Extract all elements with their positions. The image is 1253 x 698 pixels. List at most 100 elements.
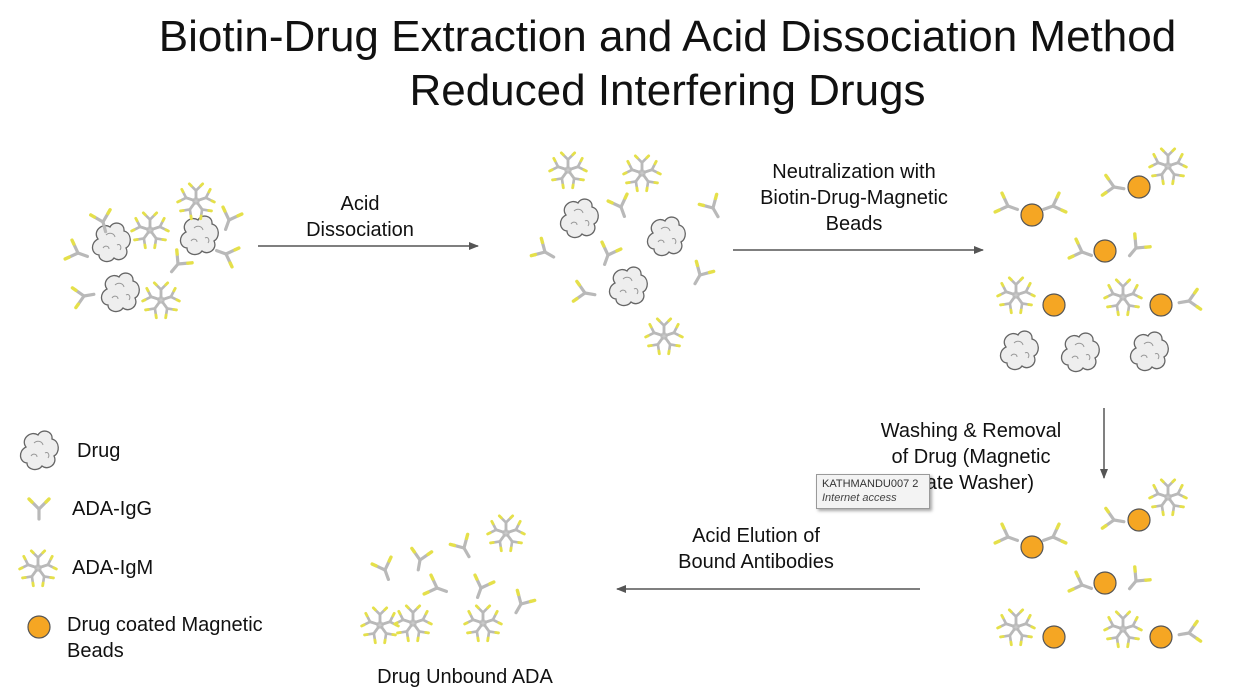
- step-washing-label: Washing & Removal of Drug (Magnetic Plat…: [861, 418, 1081, 496]
- label-line: Bound Antibodies: [678, 551, 834, 573]
- ada-igg-icon: [406, 546, 434, 574]
- title-line-1: Biotin-Drug Extraction and Acid Dissocia…: [158, 12, 1177, 61]
- ada-igg-icon: [370, 555, 400, 585]
- ada-igm-icon: [1105, 280, 1142, 315]
- ada-igm-icon: [132, 213, 169, 248]
- ada-igm-icon: [998, 278, 1035, 313]
- bead-icon: [1127, 175, 1151, 199]
- ada-igg-icon: [1175, 287, 1203, 315]
- ada-igg-icon: [1038, 522, 1068, 552]
- title-line-2: Reduced Interfering Drugs: [409, 66, 926, 115]
- drug-icon: [91, 222, 131, 263]
- bead-icon: [1020, 535, 1044, 559]
- legend-icons: [19, 430, 59, 639]
- step-acid-dissociation-label: Acid Dissociation: [280, 191, 440, 243]
- legend-beads-label: Drug coated Magnetic Beads: [67, 612, 263, 664]
- cluster-bead-bound: [993, 149, 1203, 373]
- ada-igg-icon: [1067, 570, 1097, 600]
- ada-igg-icon: [993, 522, 1023, 552]
- ada-igg-icon: [1120, 232, 1152, 264]
- ada-igm-icon: [1105, 612, 1142, 647]
- ada-igg-icon: [529, 236, 561, 268]
- drug-icon: [1060, 332, 1100, 373]
- tooltip-status: Internet access: [822, 492, 897, 504]
- legend-igm-label: ADA-IgM: [72, 557, 154, 579]
- legend-bead-icon: [27, 615, 51, 639]
- label-line: Acid: [340, 193, 380, 215]
- result-label: Drug Unbound ADA: [377, 666, 553, 688]
- drug-icon: [608, 266, 648, 307]
- ada-igg-icon: [448, 532, 480, 564]
- legend-drug-icon: [19, 430, 59, 471]
- label-line: Beads: [825, 213, 883, 235]
- ada-igg-icon: [1120, 565, 1152, 597]
- ada-igm-icon: [488, 516, 525, 551]
- drug-icon: [559, 198, 599, 239]
- ada-igm-icon: [362, 608, 399, 643]
- legend-drug-label: Drug: [77, 440, 121, 462]
- bead-icon: [1042, 293, 1066, 317]
- cluster-unbound-ada: [362, 516, 537, 643]
- ada-igm-icon: [1150, 149, 1187, 184]
- ada-igm-icon: [550, 153, 587, 188]
- ada-igg-icon: [422, 573, 452, 603]
- label-line: Acid Elution of: [692, 525, 820, 547]
- step-acid-elution-label: Acid Elution of Bound Antibodies: [656, 523, 856, 575]
- cluster-initial-complexes: [63, 184, 244, 318]
- ada-igg-icon: [466, 573, 496, 603]
- ada-igg-icon: [63, 238, 93, 268]
- cluster-washed: [993, 480, 1203, 649]
- ada-igm-icon: [624, 156, 661, 191]
- bead-icon: [1149, 293, 1173, 317]
- bead-icon: [1020, 203, 1044, 227]
- network-tooltip: KATHMANDU007 2 Internet access: [816, 474, 930, 509]
- ada-igg-icon: [593, 240, 623, 270]
- bead-icon: [1042, 625, 1066, 649]
- ada-igg-icon: [162, 248, 194, 280]
- ada-igg-icon: [1175, 619, 1203, 647]
- ada-igm-icon: [646, 319, 683, 354]
- label-line: Plate Washer): [908, 472, 1034, 494]
- ada-igg-icon: [70, 282, 98, 310]
- ada-igg-icon: [1038, 191, 1068, 221]
- page-title: Biotin-Drug Extraction and Acid Dissocia…: [130, 10, 1205, 118]
- drug-icon: [999, 330, 1039, 371]
- label-line: Neutralization with: [772, 161, 936, 183]
- ada-igg-icon: [211, 239, 241, 269]
- bead-icon: [1093, 571, 1117, 595]
- drug-icon: [100, 272, 140, 313]
- label-line: Biotin-Drug-Magnetic: [760, 187, 948, 209]
- legend-igg-icon: [27, 497, 51, 521]
- bead-icon: [1149, 625, 1173, 649]
- ada-igg-icon: [684, 259, 716, 291]
- ada-igg-icon: [214, 205, 244, 235]
- ada-igm-icon: [998, 610, 1035, 645]
- tooltip-title: KATHMANDU007 2: [822, 478, 919, 490]
- ada-igg-icon: [1100, 173, 1128, 201]
- ada-igm-icon: [178, 184, 215, 219]
- ada-igg-icon: [505, 588, 537, 620]
- drug-icon: [1129, 331, 1169, 372]
- legend-igm-icon: [20, 551, 57, 586]
- ada-igm-icon: [465, 606, 502, 641]
- step-neutralization-label: Neutralization with Biotin-Drug-Magnetic…: [734, 159, 974, 237]
- legend-igg-label: ADA-IgG: [72, 498, 153, 520]
- label-line: Beads: [67, 640, 124, 662]
- label-line: Washing & Removal: [880, 420, 1062, 442]
- cluster-dissociated: [529, 153, 729, 354]
- ada-igm-icon: [1150, 480, 1187, 515]
- bead-icon: [1127, 508, 1151, 532]
- ada-igg-icon: [697, 192, 729, 224]
- ada-igg-icon: [1067, 237, 1097, 267]
- drug-icon: [179, 215, 219, 256]
- ada-igg-icon: [1100, 506, 1128, 534]
- label-line: Dissociation: [306, 219, 414, 241]
- drug-icon: [646, 216, 686, 257]
- ada-igg-icon: [571, 279, 599, 307]
- ada-igg-icon: [993, 191, 1023, 221]
- ada-igm-icon: [395, 606, 432, 641]
- label-line: Drug coated Magnetic: [67, 614, 263, 636]
- label-line: of Drug (Magnetic: [891, 446, 1051, 468]
- bead-icon: [1093, 239, 1117, 263]
